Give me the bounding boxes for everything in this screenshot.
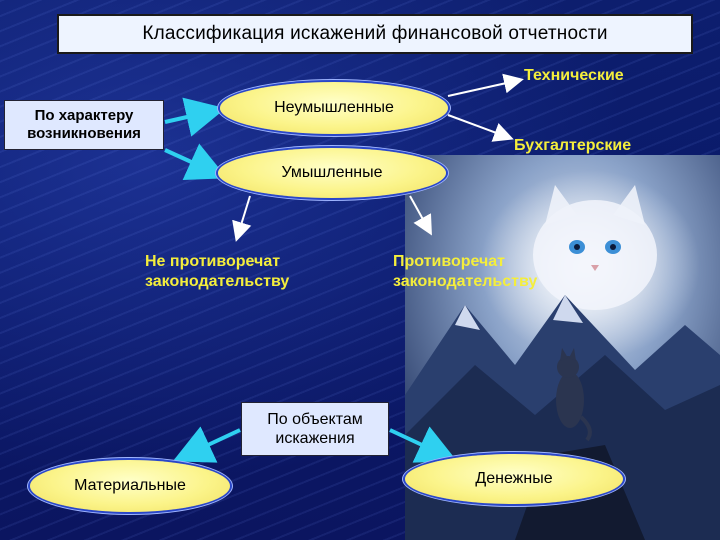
accounting-label: Бухгалтерские [514, 137, 632, 154]
slide-title: Классификация искажений финансовой отчет… [57, 14, 693, 54]
monetary-ellipse: Денежные [405, 454, 623, 504]
contradict-label: Противоречат законодательству [393, 253, 538, 290]
arrow-to-accounting [447, 114, 514, 142]
technical-label: Технические [524, 67, 624, 84]
arrow-to-not-contradict [232, 195, 252, 242]
origin-box: По характеру возникновения [4, 100, 164, 150]
intentional-ellipse: Умышленные [218, 148, 446, 198]
arrow-origin-to-intentional [164, 143, 228, 180]
arrow-to-material [172, 426, 241, 463]
unintentional-ellipse: Неумышленные [220, 82, 448, 134]
arrow-to-contradict [409, 195, 432, 236]
material-ellipse: Материальные [30, 460, 230, 512]
arrow-to-monetary [389, 426, 458, 463]
cat-mountain-illustration [405, 155, 720, 540]
not-contradict-label: Не противоречат законодательству [145, 253, 290, 290]
arrow-origin-to-unintentional [164, 97, 226, 137]
objects-box: По объектам искажения [241, 402, 389, 456]
arrow-to-technical [447, 73, 524, 97]
